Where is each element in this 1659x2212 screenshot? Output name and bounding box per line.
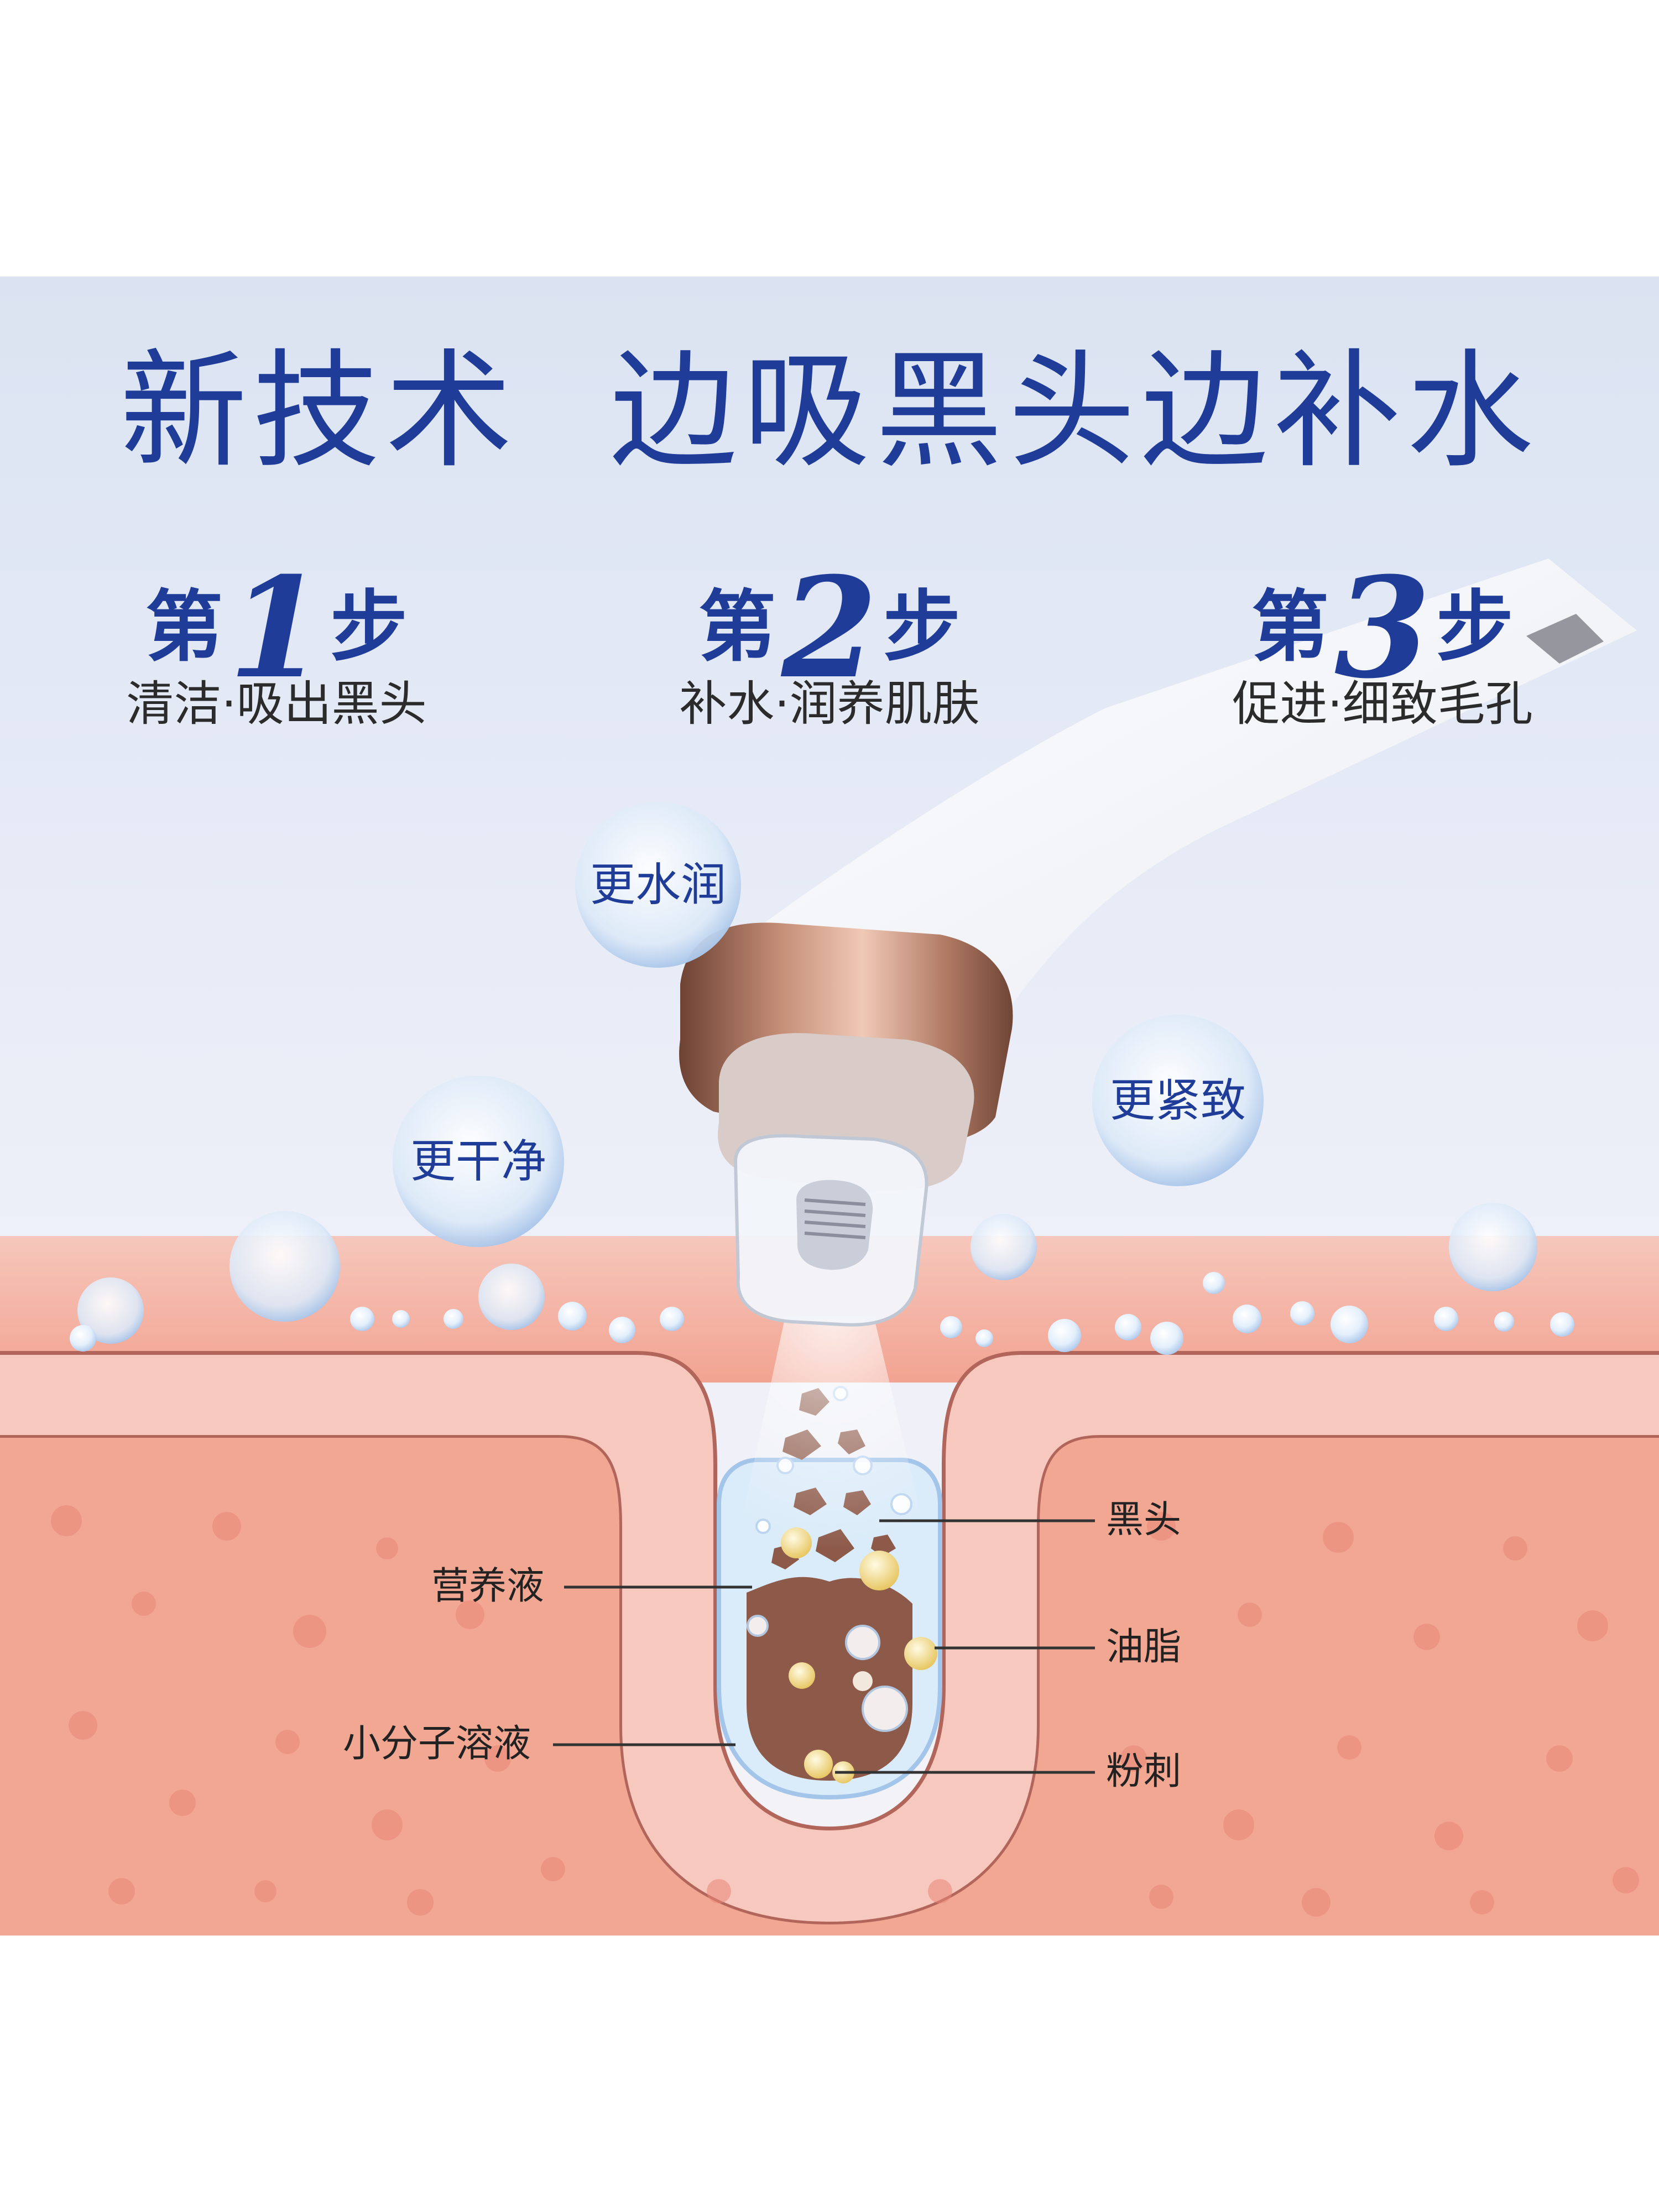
surface-bubbles xyxy=(70,1203,1574,1355)
step-3-caption: 促进·细致毛孔 xyxy=(1232,676,1533,732)
bubble-firm-label: 更紧致 xyxy=(1109,1074,1246,1127)
label-oil: 油脂 xyxy=(1106,1625,1182,1669)
device-handle xyxy=(741,559,1637,1012)
step-2-heading: 第2步 xyxy=(553,559,1106,697)
device-handle-tip xyxy=(1526,614,1604,664)
bubble-clean xyxy=(393,1076,564,1247)
bubble-firm xyxy=(1092,1015,1264,1186)
step-number: 3 xyxy=(1334,546,1431,709)
bubble-clean-label: 更干净 xyxy=(410,1135,546,1188)
bubble-moist xyxy=(575,802,741,968)
step-suffix: 步 xyxy=(883,582,961,672)
step-number: 2 xyxy=(781,546,878,709)
step-1-heading: 第1步 xyxy=(0,559,553,697)
label-acne: 粉刺 xyxy=(1106,1750,1182,1793)
headline: 新技术 边吸黑头边补水 xyxy=(119,338,1540,486)
label-nutrient: 营养液 xyxy=(431,1564,545,1608)
step-prefix: 第 xyxy=(145,582,223,672)
device-nozzle-grooves xyxy=(804,1198,866,1239)
label-blackhead: 黑头 xyxy=(1106,1498,1182,1542)
label-small-molecule: 小分子溶液 xyxy=(343,1722,531,1766)
step-3-heading: 第3步 xyxy=(1106,559,1659,697)
step-1-caption: 清洁·吸出黑头 xyxy=(126,676,427,732)
step-suffix: 步 xyxy=(330,582,408,672)
bubble-moist-label: 更水润 xyxy=(589,859,726,911)
step-2-caption: 补水·润养肌肤 xyxy=(679,676,980,732)
pore-wall xyxy=(0,1355,1659,1924)
step-number: 1 xyxy=(228,546,325,709)
dermis-dots xyxy=(51,1505,1639,1917)
oil-particles xyxy=(781,1527,937,1783)
step-prefix: 第 xyxy=(698,582,776,672)
step-suffix: 步 xyxy=(1436,582,1514,672)
leader-lines xyxy=(553,1519,1095,1774)
step-prefix: 第 xyxy=(1251,582,1329,672)
suction-spray xyxy=(735,1316,929,1548)
